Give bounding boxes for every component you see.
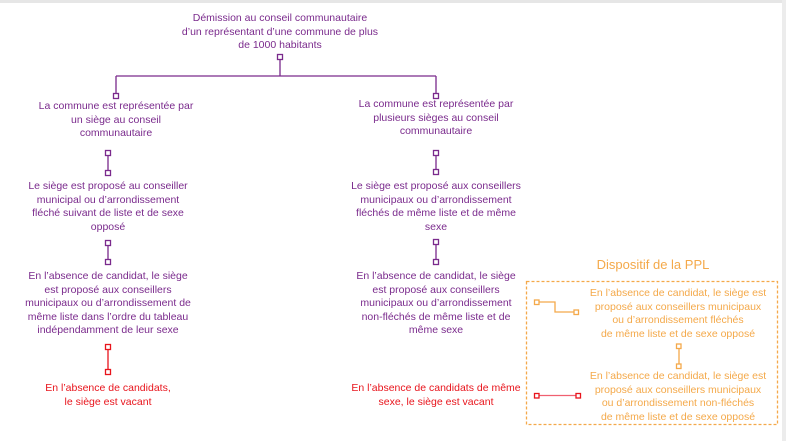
node-box (432, 238, 440, 246)
orange-connectors (525, 280, 779, 426)
left-case-node: La commune est représentée par un siège … (38, 100, 194, 139)
red-connectors (104, 343, 582, 399)
node-box (104, 258, 112, 266)
node-box (675, 363, 682, 370)
node-box (573, 309, 580, 316)
node-box (104, 343, 112, 351)
root-node: Démission au conseil communautaire d’un … (181, 12, 379, 51)
ppl-step2-node: En l’absence de candidat, le siège est p… (589, 370, 767, 423)
node-box (675, 343, 682, 350)
node-box (432, 149, 440, 157)
node-box (575, 392, 582, 399)
ppl-step1-node: En l’absence de candidat, le siège est p… (589, 287, 767, 340)
ppl-dashed-box (525, 280, 779, 426)
connector-line (538, 301, 574, 313)
left-step1-node: Le siège est proposé au conseiller munic… (28, 180, 188, 233)
right-end-node: En l’absence de candidats de même sexe, … (351, 382, 521, 408)
node-box (104, 239, 112, 247)
right-step2-node: En l’absence de candidat, le siège est p… (356, 270, 516, 336)
purple-connectors (104, 53, 440, 266)
node-box (104, 169, 112, 177)
node-box (432, 258, 440, 266)
scrollbar[interactable] (782, 0, 786, 441)
top-border (0, 0, 786, 3)
right-step1-node: Le siège est proposé aux conseillers mun… (351, 180, 521, 233)
node-box (276, 53, 284, 61)
ppl-title: Dispositif de la PPL (596, 257, 710, 272)
node-box (533, 392, 540, 399)
node-box (533, 299, 540, 306)
node-box (432, 168, 440, 176)
node-box (112, 92, 120, 100)
left-step2-node: En l’absence de candidat, le siège est p… (25, 270, 191, 336)
node-box (432, 92, 440, 100)
right-case-node: La commune est représentée par plusieurs… (358, 98, 514, 137)
node-box (104, 368, 112, 376)
node-box (104, 149, 112, 157)
left-end-node: En l’absence de candidats, le siège est … (45, 382, 171, 408)
